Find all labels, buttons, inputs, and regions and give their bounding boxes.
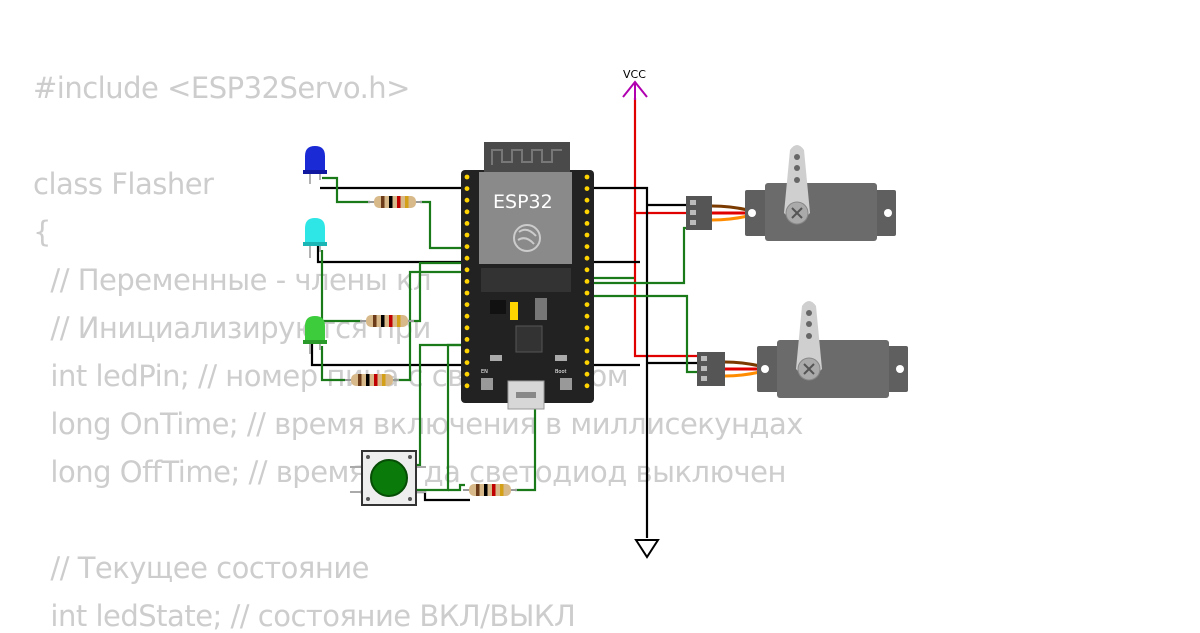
pin-hole xyxy=(584,186,590,192)
code-line: long OffTime; // время когда светодиод в… xyxy=(50,455,786,489)
pin-hole xyxy=(464,279,470,284)
wire-led1-to-board xyxy=(420,200,467,250)
code-line: { xyxy=(33,215,51,249)
pin-hole xyxy=(584,337,590,342)
servo-2-body xyxy=(777,340,889,398)
wire-led1-signal xyxy=(322,176,370,204)
servo-1[interactable] xyxy=(686,145,896,241)
pin-hole xyxy=(584,348,590,354)
pin-hole xyxy=(584,371,590,377)
resistor-3[interactable] xyxy=(345,374,399,386)
pin-hole xyxy=(464,197,470,203)
pin-hole xyxy=(584,255,590,261)
pin-hole xyxy=(584,325,590,331)
pin-hole xyxy=(584,290,590,296)
ic-chip-small xyxy=(490,300,506,314)
pin-hole xyxy=(584,244,590,250)
code-line: int ledState; // состояние ВКЛ/ВЫКЛ xyxy=(33,599,576,633)
pin-hole xyxy=(464,232,470,238)
antenna-module xyxy=(484,142,570,172)
resistor-4[interactable] xyxy=(463,484,517,496)
pin-hole xyxy=(464,221,470,226)
servo-1-connector xyxy=(686,196,712,230)
vcc-symbol[interactable]: VCC xyxy=(622,68,648,100)
pin-hole xyxy=(584,232,590,238)
wire-led2-signal xyxy=(320,250,362,323)
esp32-board[interactable]: ESP32 Boot EN xyxy=(461,142,594,410)
code-line: class Flasher xyxy=(33,167,214,201)
push-button[interactable] xyxy=(350,450,426,506)
pin-hole xyxy=(464,267,470,273)
pin-hole xyxy=(584,174,590,180)
pin-hole xyxy=(584,313,590,319)
wire-led3-signal xyxy=(320,346,345,382)
pin-hole xyxy=(464,371,470,377)
led-green[interactable] xyxy=(303,316,327,354)
button-cap-icon[interactable] xyxy=(370,459,408,497)
en-label: EN xyxy=(481,369,488,375)
pin-hole xyxy=(464,186,470,192)
led-blue[interactable] xyxy=(303,146,327,184)
pin-hole xyxy=(464,302,470,307)
pin-hole xyxy=(464,255,470,261)
code-line: long OnTime; // время включения в миллис… xyxy=(33,407,803,441)
pin-hole xyxy=(464,360,470,365)
chip-shield xyxy=(479,172,572,264)
led-cyan[interactable] xyxy=(303,218,327,258)
pin-hole xyxy=(464,313,470,319)
code-line: // Текущее состояние xyxy=(33,551,370,585)
pin-hole xyxy=(584,360,590,365)
code-line: // Переменные - члены кл xyxy=(33,263,432,297)
servo-1-body xyxy=(765,183,877,241)
en-button[interactable] xyxy=(481,378,493,390)
pin-hole xyxy=(584,383,590,389)
wire-led3-to-board xyxy=(392,270,467,382)
pin-hole xyxy=(464,244,470,250)
pin-hole xyxy=(464,290,470,296)
pin-header-right xyxy=(584,174,590,389)
pin-hole xyxy=(464,348,470,354)
pin-hole xyxy=(464,174,470,180)
vcc-label: VCC xyxy=(623,68,646,81)
pin-hole xyxy=(584,267,590,273)
pin-hole xyxy=(464,383,470,389)
led-blue-icon xyxy=(305,146,325,170)
ground-symbol[interactable] xyxy=(634,539,660,559)
led-cyan-icon xyxy=(305,218,325,242)
wire-vcc-red xyxy=(633,98,686,215)
antenna-trace-icon xyxy=(491,149,562,165)
pin-hole xyxy=(584,302,590,307)
code-line: #include <ESP32Servo.h> xyxy=(33,71,410,105)
wire-button-left xyxy=(412,343,467,467)
pin-header-left xyxy=(464,174,470,389)
pin-hole xyxy=(584,279,590,284)
wire-gnd-main xyxy=(320,186,649,515)
pin-hole xyxy=(464,325,470,331)
pin-hole xyxy=(464,209,470,215)
wire-vcc-red-2 xyxy=(633,213,697,358)
resistor-2[interactable] xyxy=(360,315,414,327)
pin-hole xyxy=(584,221,590,226)
pin-hole xyxy=(584,209,590,215)
wire-button-res xyxy=(448,483,465,492)
chip-label: ESP32 xyxy=(493,191,553,213)
pin-hole xyxy=(464,337,470,342)
boot-button[interactable] xyxy=(560,378,572,390)
resistor-1[interactable] xyxy=(368,196,422,208)
resistors xyxy=(345,196,517,496)
espressif-logo-icon xyxy=(513,224,541,252)
ground-icon xyxy=(634,539,660,559)
servo-2[interactable] xyxy=(697,301,908,398)
pin-hole xyxy=(584,197,590,203)
ic-chip xyxy=(515,325,543,353)
boot-label: Boot xyxy=(555,369,567,375)
led-green-icon xyxy=(305,316,325,340)
